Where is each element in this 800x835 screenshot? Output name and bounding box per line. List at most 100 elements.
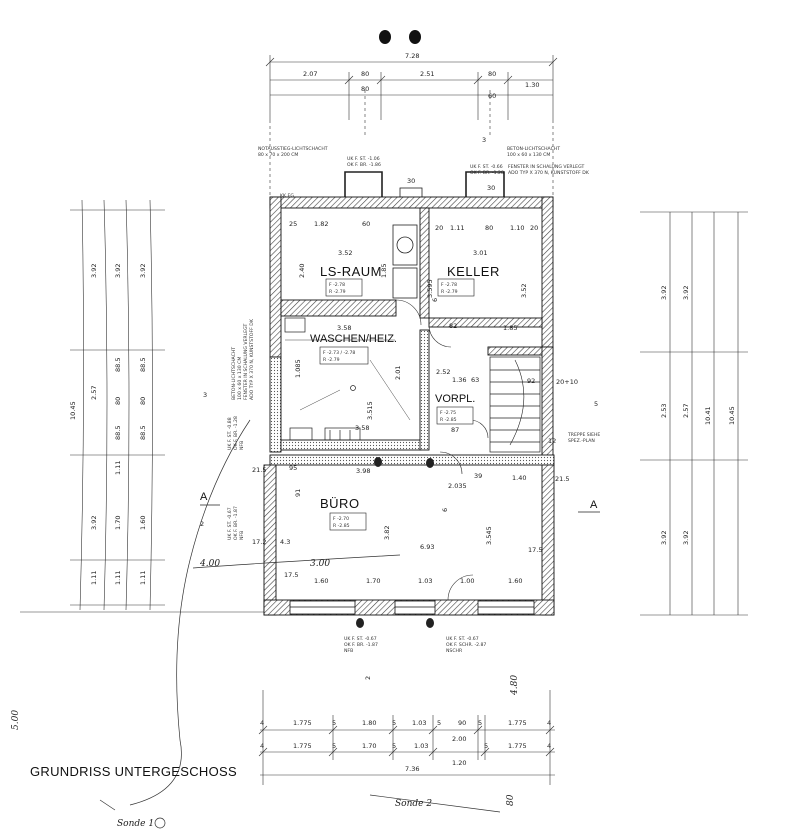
note-uk-left2-2: OK F. BR. -1.87 [233,506,239,540]
dim-left-15: 88.5 [139,358,147,372]
dim-left-5: 88.5 [114,358,122,372]
dim-keller-width: 3.01 [473,249,487,257]
level-left: 4.00 [199,559,220,569]
dim-buero-175a: 17.5 [528,546,542,554]
dim-buero-43: 4.3 [280,538,290,546]
dim-top-80: 80 [485,224,493,232]
bottom-windows [289,600,535,615]
dim-top-overall: 7.28 [405,52,419,60]
dim-bot-r1-1: 1.775 [293,719,312,727]
note-fenster-4: ADO TYP X 370 N, KUNSTSTOFF DK [508,170,590,176]
dim-right-3: 2.53 [660,404,668,418]
level-left-edge: 5.00 [11,710,21,730]
dim-bot-r1-9: 1.775 [508,719,527,727]
note-fenster-2: FENSTER IN SCHALUNG VERLEGT [508,164,584,170]
dim-bot-103: 1.03 [418,577,432,585]
tag-waschen-f: F -2.73 / -2.78 [323,350,355,356]
dim-wasch-3515: 3.515 [366,401,374,420]
dim-bot-r2-3: 1.70 [362,742,376,750]
note-uk-left-2: OK F. BR. -1.28 [233,416,239,450]
dim-buero-3545: 3.545 [485,526,493,545]
section-mark-5-right: 5 [594,400,598,408]
dim-bot-170: 1.70 [366,577,380,585]
dim-w91: 91 [294,489,302,497]
dim-bot-r1-3: 1.80 [362,719,376,727]
dim-buero-215b: 21.5 [555,475,569,483]
dim-bot-160b: 1.60 [508,577,522,585]
dim-buero-398: 3.98 [356,467,370,475]
tag-buero-r: R -2.85 [333,523,350,529]
dim-top-left: 1.82 [314,220,328,228]
note-treppe-1: TREPPE SIEHE [567,432,600,438]
section-mark-6-b: 6 [441,508,449,512]
sonde-2-label: Sonde 2 [395,799,432,809]
dim-vorpl-185: 1.85 [503,324,517,332]
dim-vorpl-252: 2.52 [436,368,450,376]
dim-bot-r1-5: 1.03 [412,719,426,727]
dim-stair-2010: 20+10 [556,378,578,386]
dim-w12: 12 [548,437,556,445]
dim-bot-100: 1.00 [460,577,474,585]
note-notausstieg-1: NOTAUSSTIEG-LICHTSCHACHT [258,146,328,152]
dim-top-7: 60 [488,92,496,100]
section-mark-3-top: 3 [482,136,486,144]
dim-bot-r2-5: 1.03 [414,742,428,750]
dim-left-17: 1.11 [139,571,147,585]
note-uk-left-1: UK F. ST. -0.88 [227,417,233,450]
dim-buero-175b: 17.5 [284,571,298,579]
dim-h352: 3.52 [520,284,528,298]
dim-top-1: 2.07 [303,70,317,78]
dim-vorpl-136: 1.36 [452,376,466,384]
laundry-fixtures [284,317,361,441]
dim-bot-160: 1.60 [314,577,328,585]
section-mark-a-right: A [590,499,598,511]
sonde-markers [99,794,501,829]
dim-bot-overall: 7.36 [405,765,419,773]
tag-ls-f: F -2.78 [329,282,345,288]
level-right: 4.80 [510,675,520,696]
note-uk-bottom-mid-3: NFB [344,648,353,654]
tag-ls-r: R -2.79 [329,289,346,295]
dim-right-8: 3.92 [682,531,690,545]
dim-right-5: 10.41 [704,406,712,425]
dim-buero-2035: 2.035 [448,482,467,490]
top-dimension-chain [265,55,558,195]
dim-bot-r2-0: 4 [260,742,264,750]
dim-ls-width: 3.52 [338,249,352,257]
tag-buero-f: F -2.70 [333,516,349,522]
dim-w25: 25 [289,220,297,228]
right-dimension-chains [640,211,748,616]
mark-kk-eg: KK EG [280,193,294,199]
dim-left-12: 3.92 [90,516,98,530]
section-mark-2-left: 2 [200,520,204,528]
dim-buero-693: 6.93 [420,543,434,551]
dim-buero-382: 3.82 [383,526,391,540]
note-uk-bottom-right-3: NSCHR [446,648,463,654]
dim-left-4: 2.57 [90,386,98,400]
dim-w20-top: 20 [435,224,443,232]
note-uk-bottom-right-2: OK F. SCHR. -2.87 [446,642,486,648]
tag-keller-f: F -2.78 [441,282,457,288]
dim-left-13: 88.5 [139,426,147,440]
dim-wasch-1085: 1.085 [294,359,302,378]
note-uk-bottom-right-1: UK F. ST. -0.67 [446,636,479,642]
dim-bot-r1-6: 5 [437,719,441,727]
dim-h240: 2.40 [298,264,306,278]
note-fenster-3: OK F. BR. -1.28 [470,170,504,176]
dim-left-7: 88.5 [114,426,122,440]
dim-bot-r2-6: 2.00 [452,735,466,743]
note-beton-top-1: BETON-LICHTSCHACHT [507,146,560,152]
handwritten-level-line [129,419,401,806]
note-uk-left2-3: NFB [239,531,245,540]
note-uk-left-3: NFB [239,441,245,450]
dim-top-110: 1.10 [510,224,524,232]
dim-w30-top: 30 [407,177,415,185]
room-buero: BÜRO [320,496,360,511]
tag-vorpl-f: F -2.75 [440,410,456,416]
section-mark-6-a: 6 [431,298,439,302]
dim-h3595: 3.595 [426,279,434,298]
dim-bot-r2-4: 5 [392,742,396,750]
dim-vorpl-87: 87 [451,426,459,434]
dim-left-overall: 10.45 [69,401,77,420]
